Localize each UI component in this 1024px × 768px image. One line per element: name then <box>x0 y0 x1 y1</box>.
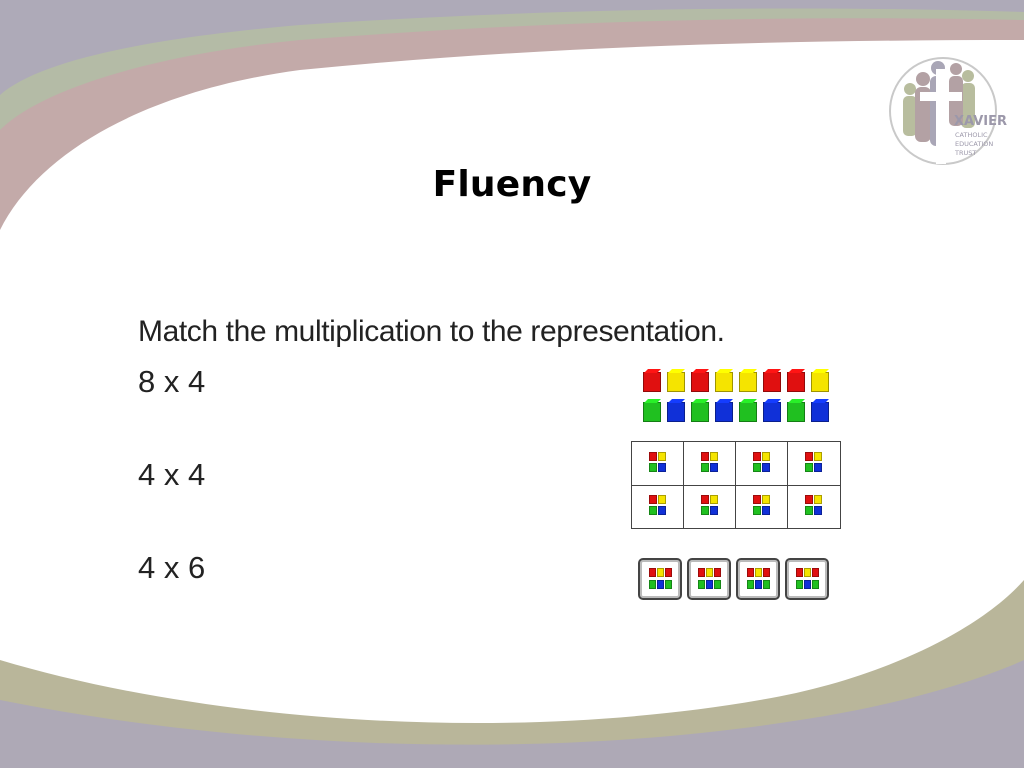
logo-name: XAVIER <box>954 114 1007 129</box>
cube <box>643 372 661 392</box>
cube <box>753 506 761 515</box>
cube <box>804 568 811 577</box>
cube <box>747 568 754 577</box>
cube <box>755 580 762 589</box>
grid-cell <box>632 442 684 486</box>
cube <box>715 372 733 392</box>
cube <box>796 568 803 577</box>
cube <box>698 568 705 577</box>
grid-cell <box>736 485 788 529</box>
cube <box>787 402 805 422</box>
cube <box>691 402 709 422</box>
cube <box>763 402 781 422</box>
logo-line-2: EDUCATION <box>955 140 993 148</box>
cube <box>814 506 822 515</box>
cube <box>805 463 813 472</box>
cube <box>787 372 805 392</box>
cube <box>701 495 709 504</box>
cube <box>715 402 733 422</box>
xavier-trust-logo: XAVIER CATHOLIC EDUCATION TRUST <box>888 54 1020 168</box>
cube <box>665 580 672 589</box>
cube <box>701 506 709 515</box>
cube <box>763 568 770 577</box>
cube <box>747 580 754 589</box>
cube <box>796 580 803 589</box>
cube <box>814 463 822 472</box>
expression-8x4: 8 x 4 <box>138 364 206 399</box>
cube <box>811 402 829 422</box>
cube <box>649 568 656 577</box>
cube <box>755 568 762 577</box>
cube <box>805 452 813 461</box>
cube <box>812 580 819 589</box>
cube <box>710 463 718 472</box>
cube <box>753 452 761 461</box>
cube <box>762 452 770 461</box>
grid-cell <box>788 442 840 486</box>
cube <box>805 495 813 504</box>
slide-title: Fluency <box>432 164 592 205</box>
cube <box>658 495 666 504</box>
group-box <box>785 558 829 600</box>
cube <box>805 506 813 515</box>
cube <box>657 568 664 577</box>
grid-cell <box>684 442 736 486</box>
instruction-text: Match the multiplication to the represen… <box>138 315 725 348</box>
cube <box>706 568 713 577</box>
cube <box>658 452 666 461</box>
cube <box>753 495 761 504</box>
cube <box>814 495 822 504</box>
cube <box>658 506 666 515</box>
representation-cube-rows <box>640 366 840 422</box>
grid-cell <box>788 485 840 529</box>
representation-boxed-groups <box>638 556 838 602</box>
cube <box>649 580 656 589</box>
cube <box>667 372 685 392</box>
logo-line-3: TRUST <box>954 149 976 157</box>
cube <box>714 580 721 589</box>
grid-cell <box>684 485 736 529</box>
cube <box>649 452 657 461</box>
cube <box>714 568 721 577</box>
cube <box>657 580 664 589</box>
cube <box>649 506 657 515</box>
group-box <box>638 558 682 600</box>
cube <box>649 463 657 472</box>
cube <box>665 568 672 577</box>
group-box <box>736 558 780 600</box>
cube <box>701 452 709 461</box>
cube <box>739 402 757 422</box>
cube <box>667 402 685 422</box>
cube <box>643 402 661 422</box>
logo-line-1: CATHOLIC <box>955 131 988 139</box>
cube <box>763 372 781 392</box>
cube <box>701 463 709 472</box>
expression-4x6: 4 x 6 <box>138 550 206 585</box>
cube <box>698 580 705 589</box>
cube <box>762 495 770 504</box>
cube <box>710 506 718 515</box>
cube <box>811 372 829 392</box>
representation-grid <box>631 441 841 529</box>
cube <box>762 506 770 515</box>
cube <box>814 452 822 461</box>
cube <box>763 580 770 589</box>
group-box <box>687 558 731 600</box>
cube <box>804 580 811 589</box>
grid-cell <box>632 485 684 529</box>
cube <box>649 495 657 504</box>
cube <box>658 463 666 472</box>
cube <box>762 463 770 472</box>
cube <box>710 495 718 504</box>
cube <box>710 452 718 461</box>
cube <box>739 372 757 392</box>
cube <box>753 463 761 472</box>
cube <box>691 372 709 392</box>
cube <box>706 580 713 589</box>
grid-cell <box>736 442 788 486</box>
expression-4x4: 4 x 4 <box>138 457 206 492</box>
logo-emblem-icon: XAVIER CATHOLIC EDUCATION TRUST <box>889 57 1007 165</box>
cube <box>812 568 819 577</box>
